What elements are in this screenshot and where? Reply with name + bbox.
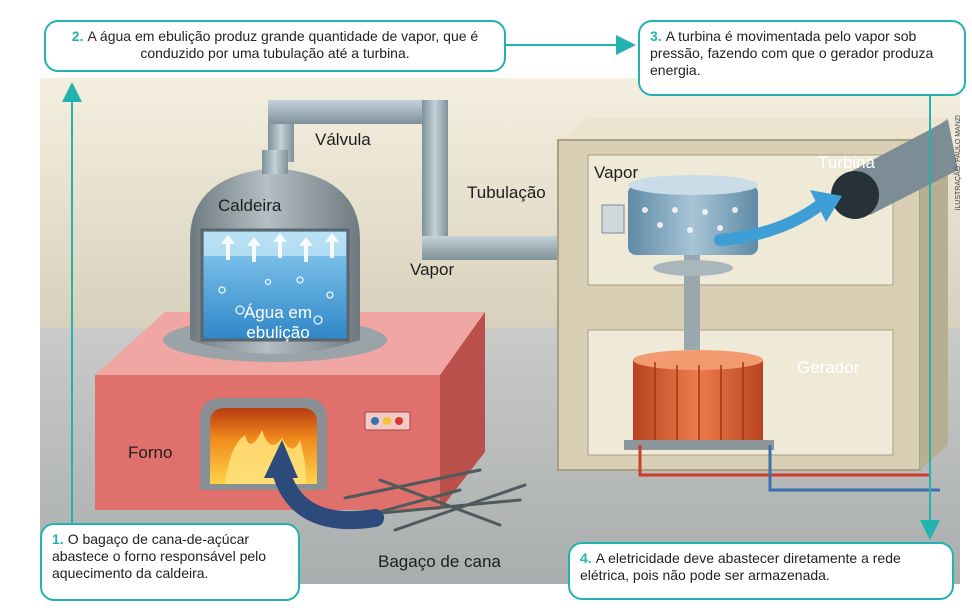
step-number: 2. [71, 28, 84, 44]
boiler-label: Caldeira [218, 196, 282, 215]
illustration-credit: ILUSTRAÇÃO: PAULO MANZI [955, 115, 962, 211]
bagasse-arrow [273, 466, 384, 530]
boiler [163, 150, 387, 362]
step-text: A turbina é movimentada pelo vapor sob p… [650, 28, 934, 78]
callout-step-4: 4.A eletricidade deve abastecer diretame… [568, 542, 954, 600]
turbine-label: Turbina [818, 153, 876, 172]
boiling-water-label: Água em ebulição [243, 303, 313, 342]
callout-step-3: 3.A turbina é movimentada pelo vapor sob… [638, 20, 966, 96]
turbine-vapor-label: Vapor [594, 163, 639, 182]
step-text: A eletricidade deve abastecer diretament… [580, 550, 901, 583]
boiler-vapor-label: Vapor [410, 260, 455, 279]
step-number: 4. [580, 550, 592, 566]
callout-step-1: 1.O bagaço de cana-de-açúcar abastece o … [40, 523, 300, 601]
step-number: 1. [52, 531, 64, 547]
valve-label: Válvula [315, 130, 371, 149]
bagasse-label: Bagaço de cana [378, 552, 501, 571]
step-text: O bagaço de cana-de-açúcar abastece o fo… [52, 531, 267, 581]
flow-connectors [62, 35, 940, 540]
generator-label: Gerador [797, 358, 860, 377]
bagasse-pile [343, 468, 527, 532]
pipe-label: Tubulação [467, 183, 546, 202]
callout-step-2: 2.A água em ebulição produz grande quant… [44, 20, 506, 72]
step-number: 3. [650, 28, 662, 44]
furnace-label: Forno [128, 443, 173, 462]
step-text: A água em ebulição produz grande quantid… [87, 28, 479, 61]
